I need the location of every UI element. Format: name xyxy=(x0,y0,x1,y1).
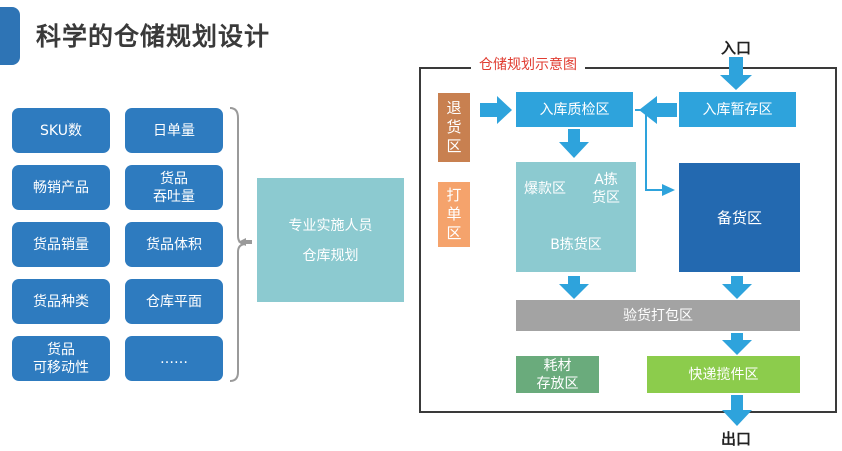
arrow-inspection-to-stock-line xyxy=(635,109,662,191)
arrow-staging-to-inspection xyxy=(639,96,677,124)
factor-sales-volume: 货品销量 xyxy=(12,222,110,267)
print-zone: 打 单 区 xyxy=(438,182,470,247)
inspection-zone: 入库质检区 xyxy=(516,92,633,127)
center-line-1: 专业实施人员 xyxy=(288,218,373,234)
factor-more: …… xyxy=(125,336,223,381)
factor-floor-plan: 仓库平面 xyxy=(125,279,223,324)
arrow-return-to-inspection xyxy=(480,96,512,124)
arrow-stock-to-pack xyxy=(722,276,752,299)
title-accent-bar xyxy=(0,7,20,65)
diagram-title: 仓储规划示意图 xyxy=(471,54,585,74)
arrow-express-to-exit xyxy=(722,395,752,426)
arrow-factors-to-center xyxy=(238,238,252,246)
center-planning-box: 专业实施人员 仓库规划 xyxy=(257,178,404,302)
entrance-label: 入口 xyxy=(721,39,752,57)
page-title: 科学的仓储规划设计 xyxy=(36,22,271,51)
arrow-pack-to-express xyxy=(722,333,752,355)
b-picking-zone: B拣货区 xyxy=(550,237,602,253)
factor-volume: 货品体积 xyxy=(125,222,223,267)
center-line-2: 仓库规划 xyxy=(302,248,359,264)
hot-items-zone: 爆款区 xyxy=(524,181,566,197)
arrow-entrance-down xyxy=(720,57,752,90)
arrow-inspection-to-stock-head xyxy=(662,184,675,196)
return-zone: 退 货 区 xyxy=(438,93,470,162)
a-picking-zone: A拣 货区 xyxy=(592,172,620,206)
factor-best-selling: 畅销产品 xyxy=(12,165,110,210)
arrow-picking-to-pack xyxy=(559,276,589,299)
express-pickup-zone: 快递揽件区 xyxy=(647,356,800,393)
consumables-zone: 耗材 存放区 xyxy=(516,356,599,393)
factor-daily-orders: 日单量 xyxy=(125,108,223,153)
factor-mobility: 货品 可移动性 xyxy=(12,336,110,381)
factor-sku-count: SKU数 xyxy=(12,108,110,153)
arrow-inspection-to-picking xyxy=(559,129,589,158)
factor-categories: 货品种类 xyxy=(12,279,110,324)
picking-area xyxy=(516,162,636,272)
warehouse-diagram-frame xyxy=(419,67,837,413)
check-pack-zone: 验货打包区 xyxy=(516,300,800,331)
exit-label: 出口 xyxy=(721,430,752,448)
factor-throughput: 货品 吞吐量 xyxy=(125,165,223,210)
stock-zone: 备货区 xyxy=(679,163,800,272)
staging-zone: 入库暂存区 xyxy=(679,92,796,127)
